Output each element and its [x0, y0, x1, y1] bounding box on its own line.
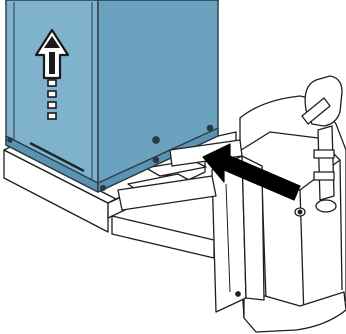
- truck-tiller-column: [318, 126, 334, 200]
- truck-pin-icon: [236, 292, 240, 296]
- truck-collar: [316, 200, 336, 212]
- truck-handle-band: [314, 172, 334, 180]
- bolt-icon: [153, 157, 158, 162]
- truck-key-dot: [298, 210, 302, 214]
- pallet-front-skid: [112, 216, 214, 258]
- truck-mast-front: [212, 156, 246, 312]
- bolt-icon: [153, 137, 159, 143]
- truck-handle-band: [314, 150, 334, 158]
- bolt-icon: [207, 125, 212, 130]
- bolt-icon: [8, 138, 12, 142]
- bolt-icon: [101, 186, 106, 191]
